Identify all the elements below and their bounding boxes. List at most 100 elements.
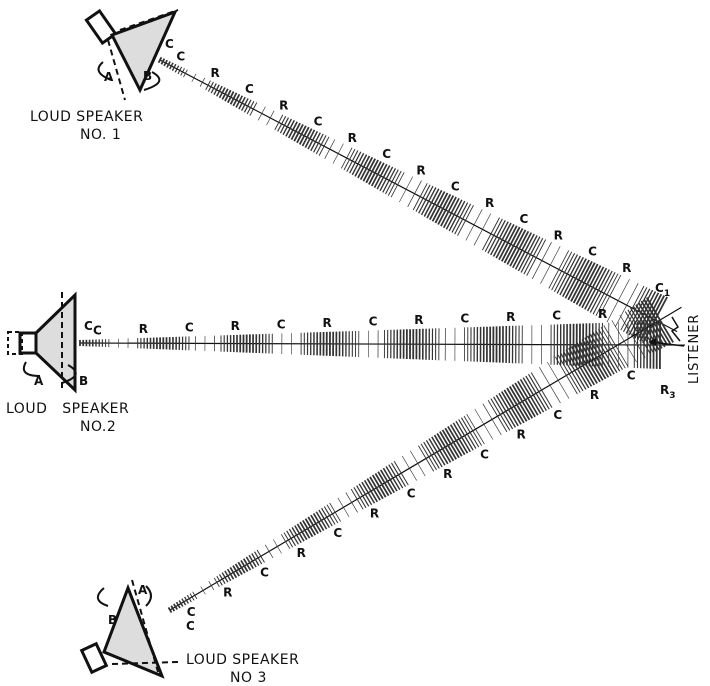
beam-3-wavefront — [315, 511, 328, 530]
speaker-1-label-a: A — [104, 70, 114, 84]
beam-3-wavefront — [369, 476, 384, 500]
beam-3-wavefront — [200, 586, 206, 595]
beam-3-wavefront — [356, 485, 370, 507]
beam-3-wavefront — [460, 417, 480, 448]
beam-3-wavefront — [611, 320, 637, 363]
speaker-3-label-c: C — [186, 619, 195, 633]
beam-1-wavefront — [448, 200, 466, 232]
beam-1-phase-label: R — [416, 163, 425, 177]
beam-1-wavefront — [412, 183, 428, 211]
beam-1-phase-label: C — [588, 245, 597, 259]
beam-1-wavefront — [523, 237, 544, 275]
beam-1-wavefront — [246, 100, 255, 115]
speaker-1-arrow-b — [143, 71, 161, 91]
beam-3-phase-label: C — [333, 526, 342, 540]
convergence-labels: C1 R3 — [648, 281, 685, 401]
beam-2-phase-label: R — [231, 319, 240, 333]
beam-3-wavefront — [184, 596, 189, 604]
beam-1-wavefront — [451, 202, 469, 233]
loud-speaker-2: A B C LOUD SPEAKER NO.2 — [6, 291, 129, 435]
beam-3-phase-label: C — [627, 368, 636, 382]
beam-3-wavefront — [286, 530, 296, 547]
beam-3-wavefront — [635, 304, 663, 349]
beam-3-wavefront — [530, 372, 553, 408]
beam-2-phase-label: R — [322, 316, 331, 330]
beam-1-wavefront — [227, 91, 235, 104]
beam-3-wavefront — [500, 391, 522, 425]
beam-3-wavefront — [640, 300, 669, 346]
beam-3-wavefront — [218, 574, 226, 585]
beam-2-phase-label: R — [139, 322, 148, 336]
beam-1-wavefront — [304, 129, 316, 148]
beam-3-wavefront — [508, 385, 531, 421]
beam-3-wavefront — [433, 434, 452, 463]
beam-3-wavefront — [431, 436, 449, 465]
speaker-2-back-outline — [7, 331, 23, 355]
beam-3-wavefront — [353, 487, 367, 509]
beam-3-phase-label: C — [260, 566, 269, 580]
beam-1-wavefront — [199, 77, 206, 87]
beam-1-phase-label: C — [176, 50, 185, 64]
beam-2-phase-label: C — [277, 317, 286, 331]
beam-3-wavefront — [474, 408, 494, 440]
beam-1-wavefront — [586, 269, 610, 312]
beam-1-wavefront — [526, 239, 547, 276]
beam-3-wavefront — [296, 523, 308, 541]
beam-3-wavefront — [595, 330, 621, 372]
beam-1-wavefront — [390, 172, 405, 198]
beam-1-wavefront — [606, 279, 630, 323]
beam-1-wavefront — [224, 89, 232, 102]
beam-3-wavefront — [452, 422, 471, 453]
speaker-2-caption: LOUD SPEAKER — [6, 401, 129, 417]
beam-1-wavefront — [221, 88, 229, 100]
beam-3-wavefront — [498, 392, 519, 427]
beam-1-wavefront — [310, 132, 321, 152]
beam-1-wavefront — [581, 266, 605, 309]
beam-3-wavefront — [245, 556, 254, 570]
beam-1-wavefront — [249, 102, 258, 116]
beam-1-wavefront — [509, 230, 530, 267]
beam-1-wavefront — [559, 255, 582, 296]
beam-3-wavefront — [312, 512, 325, 532]
beam-3-wavefront — [393, 460, 409, 486]
beam-1-wavefront — [520, 236, 541, 273]
beam-3-wavefront — [584, 337, 610, 378]
beam-3-wavefront — [366, 478, 381, 501]
beam-3-wavefront — [525, 375, 547, 412]
beam-1-wavefront — [177, 66, 183, 75]
beam-3-wavefront — [576, 342, 601, 383]
beam-3-wavefront — [586, 335, 612, 377]
beam-3-wavefront — [237, 561, 246, 574]
speaker-1-label-c: C — [165, 37, 174, 51]
beam-3-phase-label: R — [223, 586, 232, 600]
beam-3-wavefront — [273, 539, 282, 554]
beam-3-wavefront — [570, 345, 596, 386]
speaker-2-arrow-b — [61, 364, 77, 384]
beam-1-wavefront — [349, 151, 362, 174]
beam-1-wavefront — [216, 85, 223, 97]
loud-speaker-1: A B C LOUD SPEAKER NO. 1 — [30, 8, 179, 143]
beam-1-wavefront — [362, 158, 376, 182]
beam-1-wavefront — [465, 209, 483, 241]
beam-3-wavefront — [326, 504, 339, 524]
beam-3-phase-label: C — [407, 487, 416, 501]
beam-3-wavefront — [487, 400, 508, 433]
beam-1-wavefront — [407, 180, 422, 207]
beam-3-wavefront — [302, 519, 314, 538]
beam-1-wavefront — [376, 165, 391, 190]
beam-3-wavefront — [337, 497, 350, 518]
beam-3-wavefront — [173, 603, 178, 610]
speaker-1-driver — [84, 8, 118, 46]
beam-2-phase-label: C — [93, 323, 102, 337]
beam-3-wavefront — [178, 600, 184, 607]
beam-1-wavefront — [572, 262, 596, 304]
beam-3-wavefront — [294, 525, 305, 542]
listener-arrowhead — [648, 338, 656, 346]
beam-1-wavefront — [562, 256, 584, 297]
beam-3-wavefront — [385, 466, 401, 490]
beam-1-wavefront — [440, 196, 457, 227]
beam-3-wavefront — [418, 445, 435, 472]
beam-3-wavefront — [350, 488, 364, 510]
beam-1-wavefront — [578, 265, 602, 307]
